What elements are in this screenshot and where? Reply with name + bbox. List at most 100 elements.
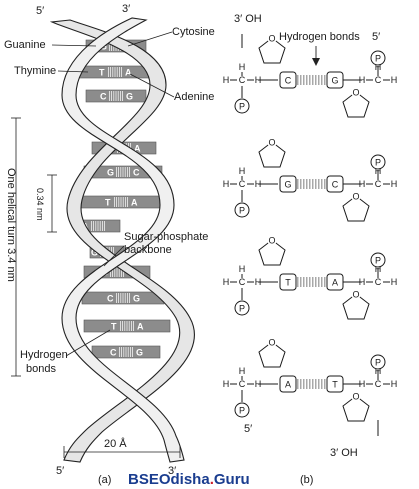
base-letter: G	[133, 294, 140, 304]
phosphate-circle	[370, 154, 386, 170]
helical-turn-label: One helical turn 3.4 nm	[5, 168, 17, 282]
bottom-right-end-label: 3′ OH	[330, 447, 358, 459]
base-box-label: G	[284, 180, 291, 190]
phosphate-circle	[370, 354, 386, 370]
base-spacing-label: 0.34 nm	[35, 188, 45, 221]
panel-b-label: (b)	[300, 474, 313, 486]
strand-bottom-right-label: 3′	[168, 465, 176, 477]
backbone-label-line1: Sugar-phosphate	[124, 231, 208, 243]
carbon-label: C	[239, 75, 246, 85]
hydrogen-label: H	[359, 379, 366, 389]
carbon-label: C	[375, 75, 382, 85]
phosphate-label: P	[239, 102, 245, 112]
base-box	[279, 175, 297, 193]
adenine-leader	[129, 73, 175, 98]
sugar-ring	[342, 195, 370, 222]
phosphate-label: P	[375, 358, 381, 368]
sugar-ring	[258, 141, 286, 168]
base-box-label: G	[331, 76, 338, 86]
base-letter: T	[99, 68, 105, 78]
base-letter: C	[133, 168, 140, 178]
hbonds-leader	[65, 329, 111, 357]
base-letter: C	[100, 92, 107, 102]
base-box-label: T	[285, 278, 291, 288]
phosphate-label: P	[239, 406, 245, 416]
base-letter: G	[107, 168, 114, 178]
ring-oxygen-label: O	[268, 34, 275, 44]
base-letter: C	[107, 294, 114, 304]
base-box	[279, 71, 297, 89]
base-letter: A	[137, 322, 144, 332]
carbon-label: C	[375, 379, 382, 389]
hydrogen-label: H	[239, 366, 246, 376]
base-letter: G	[126, 92, 133, 102]
base-letter: A	[134, 144, 141, 154]
strand-top-left-label: 5′	[36, 5, 44, 17]
base-letter: G	[136, 348, 143, 358]
base-letter: T	[105, 198, 111, 208]
guanine-label: Guanine	[4, 39, 46, 51]
base-box-label: C	[332, 180, 339, 190]
sugar-ring	[258, 341, 286, 368]
phosphate-label: P	[239, 206, 245, 216]
backbone-label-line2: backbone	[124, 244, 172, 256]
helix-panel: GCTACGTAGCTAAGGCCGTACG 5′ 3′ 5′ 3′ Guani…	[4, 3, 215, 477]
carbon-label: C	[239, 179, 246, 189]
hbonds-label-line2: bonds	[26, 363, 56, 375]
base-letter: T	[111, 322, 117, 332]
hbonds-label-line1: Hydrogen	[20, 349, 68, 361]
ring-oxygen-label: O	[352, 392, 359, 402]
carbon-label: C	[239, 379, 246, 389]
ring-oxygen-label: O	[268, 138, 275, 148]
strand-bottom-left-label: 5′	[56, 465, 64, 477]
base-box-label: T	[332, 380, 338, 390]
bottom-left-end-label: 5′	[244, 423, 252, 435]
footer: (a) (b) BSEOdisha.Guru	[98, 471, 313, 488]
sugar-ring	[342, 395, 370, 422]
cytosine-label: Cytosine	[172, 26, 215, 38]
hydrogen-label: H	[223, 379, 230, 389]
phosphate-circle	[370, 252, 386, 268]
carbon-label: C	[239, 277, 246, 287]
strand-one	[49, 19, 196, 463]
base-letter: G	[91, 248, 98, 258]
brand-logo: BSEOdisha.Guru	[128, 471, 250, 488]
ring-oxygen-label: O	[268, 338, 275, 348]
base-letter: A	[125, 68, 132, 78]
panel-a-label: (a)	[98, 474, 111, 486]
strand-top-right-label: 3′	[122, 3, 130, 15]
base-box-label: A	[285, 380, 291, 390]
thymine-leader	[57, 70, 89, 73]
base-letter: C	[110, 348, 117, 358]
top-left-end-label: 3′ OH	[234, 13, 262, 25]
hydrogen-label: H	[359, 75, 366, 85]
hydrogen-label: H	[223, 179, 230, 189]
sugar-ring	[258, 239, 286, 266]
hydrogen-label: H	[359, 179, 366, 189]
thymine-label: Thymine	[14, 65, 56, 77]
phosphate-label: P	[375, 54, 381, 64]
hydrogen-label: H	[391, 379, 398, 389]
carbon-label: C	[375, 277, 382, 287]
hydrogen-label: H	[223, 75, 230, 85]
adenine-label: Adenine	[174, 91, 214, 103]
hydrogen-label: H	[239, 264, 246, 274]
carbon-label: C	[375, 179, 382, 189]
ring-oxygen-label: O	[352, 290, 359, 300]
top-right-end-label: 5′	[372, 31, 380, 43]
phosphate-circle	[234, 300, 250, 316]
phosphate-label: P	[375, 158, 381, 168]
sugar-ring	[342, 293, 370, 320]
hydrogen-label: H	[391, 179, 398, 189]
hydrogen-label: H	[239, 166, 246, 176]
hydrogen-label: H	[391, 75, 398, 85]
guanine-leader	[51, 44, 97, 47]
ring-oxygen-label: O	[352, 192, 359, 202]
sugar-ring	[258, 37, 286, 64]
sugar-ring	[342, 91, 370, 118]
phosphate-label: P	[239, 304, 245, 314]
phosphate-circle	[234, 402, 250, 418]
